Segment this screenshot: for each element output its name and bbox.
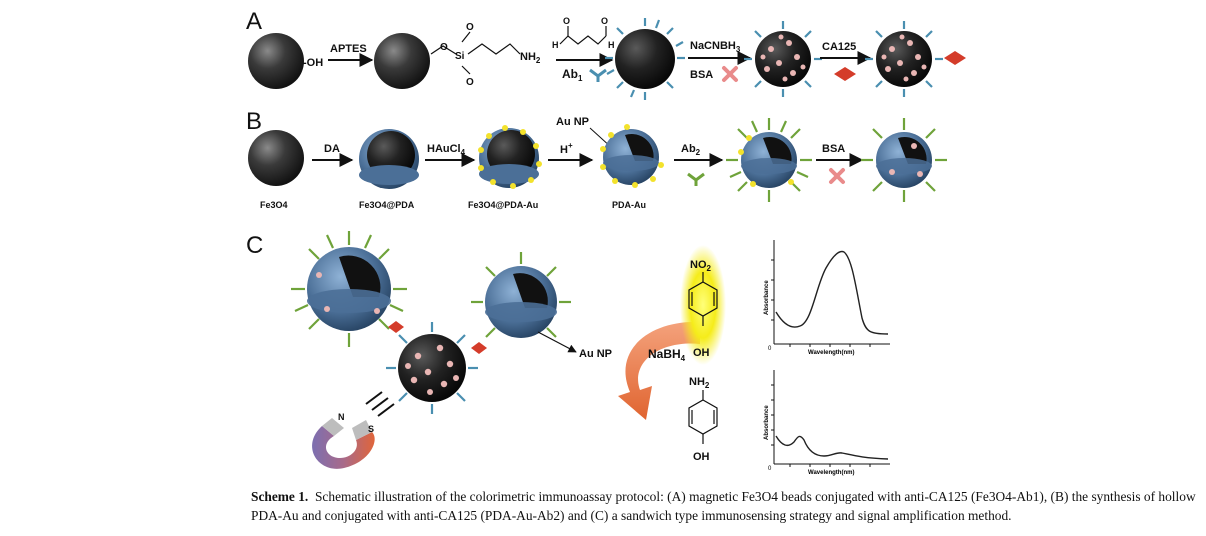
magnet-s-label: S (368, 424, 374, 434)
bsa-icon-b (829, 168, 845, 184)
panel-label-a: A (246, 8, 262, 35)
fe3o4-ab1-capture-bead (386, 322, 478, 414)
spectrum-bottom-ticks (771, 384, 871, 467)
row-b: Fe3O4 DA Fe3O4@PDA HAuCl4 Fe3O4@PDA-Au A… (248, 116, 947, 210)
au-np-label-b: Au NP (556, 116, 589, 128)
magnet-icon (312, 418, 375, 469)
p-aminophenol-ring (688, 390, 718, 444)
pda-au-label: PDA-Au (612, 200, 646, 210)
oh-label: -OH (303, 57, 323, 69)
aldehyde-h-left: H (552, 40, 559, 50)
scheme-diagram: A B C -OH APTES O O Si O NH2 O O H H Ab1 (246, 8, 966, 476)
spectrum-top-origin: 0 (768, 346, 772, 352)
pda-au-ab2-particle (726, 118, 812, 202)
ca125-label: CA125 (822, 41, 856, 53)
spectrum-top: Absorbance Wavelength(nm) 0 (764, 240, 890, 356)
o-top-label: O (466, 22, 474, 33)
da-label: DA (324, 143, 340, 155)
pda-au-ab2-bsa-particle (861, 118, 947, 202)
aptes-label: APTES (330, 43, 367, 55)
row-c: Au NP N S (291, 231, 890, 476)
fe3o4-pda-label: Fe3O4@PDA (359, 200, 415, 210)
spectrum-bottom-xlabel: Wavelength(nm) (808, 470, 854, 476)
fe3o4-ab1-ca125-bead (865, 21, 943, 97)
yellow-glow (680, 245, 726, 365)
ca125-antigen-c2 (471, 342, 487, 354)
au-np-pointer-c (537, 331, 577, 353)
aldehyde-o-left: O (563, 16, 570, 26)
pda-au-ab2-probe-left (291, 231, 407, 347)
caption-label: Scheme 1. (251, 489, 309, 504)
row-a: -OH APTES O O Si O NH2 O O H H Ab1 (248, 16, 966, 100)
fe3o4-core (248, 130, 304, 186)
ab1-label: Ab1 (562, 67, 583, 83)
ca125-bound-icon (944, 51, 966, 65)
aldehyde-o-right: O (601, 16, 608, 26)
spectrum-bottom-origin: 0 (768, 466, 772, 472)
aptes-bead (374, 33, 430, 89)
o-bottom-label: O (466, 77, 474, 88)
ca125-antigen-c1 (388, 321, 404, 333)
aptes-linker (430, 31, 521, 75)
fe3o4-pda-au-label: Fe3O4@PDA-Au (468, 200, 538, 210)
antibody-ab2-icon (687, 172, 705, 186)
bsa-label-a: BSA (690, 69, 713, 81)
spectrum-bottom-curve (775, 435, 889, 460)
fe3o4-pda-particle (359, 129, 419, 189)
nabh4-label: NaBH4 (648, 347, 686, 363)
pda-au-hollow-particle (600, 124, 664, 188)
aldehyde-h-right: H (608, 40, 615, 50)
spectrum-bottom: Absorbance Wavelength(nm) 0 (764, 370, 890, 476)
nitrophenol-oh-label: OH (693, 347, 710, 359)
no2-label: NO2 (690, 259, 712, 273)
fe3o4-ab1-bead (605, 18, 685, 100)
p-nitrophenol-ring (688, 272, 718, 326)
antibody-ab1-icon (589, 68, 607, 82)
spectrum-bottom-ylabel: Absorbance (764, 405, 770, 440)
si-label: Si (455, 51, 465, 62)
nacnbh3-label: NaCNBH3 (690, 40, 741, 54)
spectrum-top-ticks (771, 259, 871, 347)
caption-text: Schematic illustration of the colorimetr… (251, 489, 1196, 523)
ca125-antigen-icon (834, 67, 856, 81)
magnetic-field-lines (365, 391, 395, 417)
reduction-arrow (618, 321, 700, 420)
spectrum-top-ylabel: Absorbance (764, 280, 770, 315)
nh2-label-c: NH2 (689, 376, 710, 390)
ab2-label: Ab2 (681, 143, 701, 157)
panel-label-b: B (246, 108, 262, 135)
fe3o4-bead (248, 33, 304, 89)
pda-au-ab2-probe-right (471, 252, 571, 338)
magnet-n-label: N (338, 412, 345, 422)
glutaraldehyde-molecule (559, 26, 607, 45)
bsa-label-b: BSA (822, 143, 845, 155)
au-np-label-c: Au NP (579, 348, 612, 360)
fe3o4-pda-au-particle (478, 125, 542, 189)
bsa-icon-a (722, 66, 738, 82)
nh2-label: NH2 (520, 51, 541, 65)
fe3o4-ab1-bsa-bead (744, 21, 822, 97)
haucl4-label: HAuCl4 (427, 143, 466, 157)
h-plus-label: H+ (560, 141, 573, 156)
aminophenol-oh-label: OH (693, 451, 710, 463)
fe3o4-label: Fe3O4 (260, 200, 288, 210)
figure-caption: Scheme 1. Schematic illustration of the … (251, 487, 1196, 525)
o-left-label: O (440, 42, 448, 53)
spectrum-top-curve (775, 250, 889, 335)
spectrum-top-xlabel: Wavelength(nm) (808, 350, 854, 356)
panel-label-c: C (246, 232, 263, 259)
